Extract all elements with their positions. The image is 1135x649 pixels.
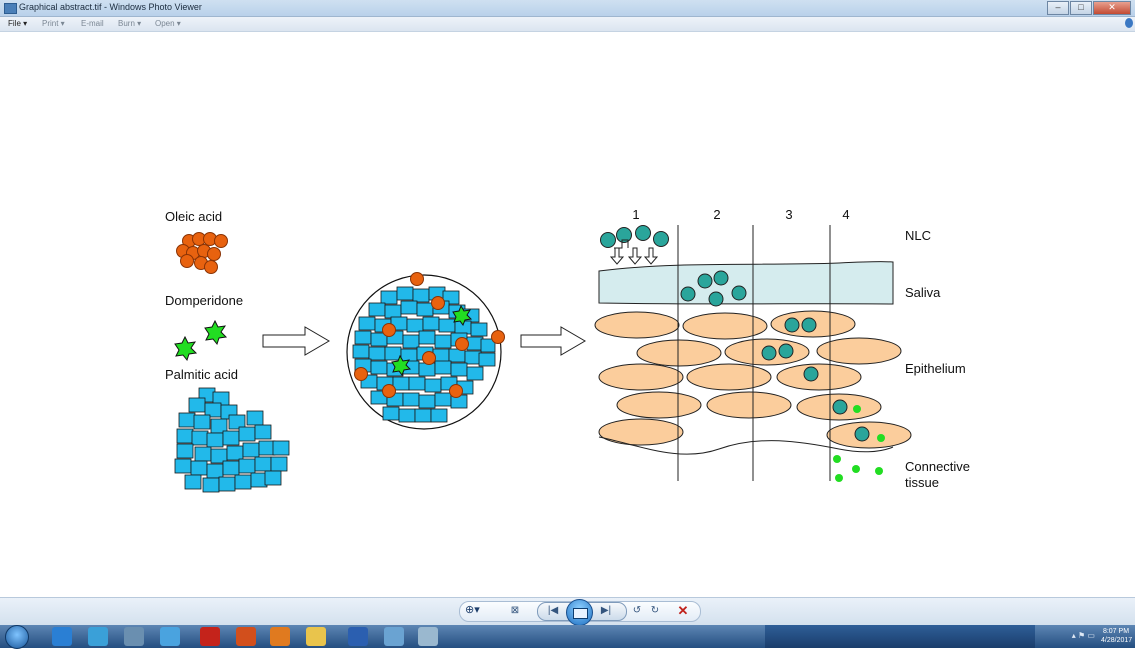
palmitic-acid-cluster xyxy=(174,387,290,493)
start-button[interactable] xyxy=(5,625,29,649)
powerpoint-icon[interactable] xyxy=(236,627,256,646)
word-icon[interactable] xyxy=(348,627,368,646)
photo-viewer-icon xyxy=(4,3,17,14)
oleic-acid-cluster xyxy=(176,232,228,274)
paint-icon[interactable] xyxy=(418,627,438,646)
label-domperidone: Domperidone xyxy=(165,293,244,308)
domperidone-molecules xyxy=(174,319,228,362)
layer-label-2: 2 xyxy=(713,207,721,222)
graphical-abstract-drawing xyxy=(159,191,1000,509)
globe-icon[interactable] xyxy=(124,627,144,646)
title-bar: Graphical abstract.tif - Windows Photo V… xyxy=(0,0,1135,17)
file-explorer-icon[interactable] xyxy=(306,627,326,646)
menu-print[interactable]: Print ▾ xyxy=(42,19,65,28)
menu-bar: File ▾ Print ▾ E-mail Burn ▾ Open ▾ xyxy=(0,17,1135,32)
delete-icon[interactable]: ✕ xyxy=(677,603,689,618)
taskbar-clock[interactable]: 8:07 PM 4/28/2017 xyxy=(1101,627,1133,645)
active-window-taskbar[interactable] xyxy=(765,625,1035,648)
actual-size-icon[interactable]: ⊠ xyxy=(510,605,520,616)
menu-email[interactable]: E-mail xyxy=(81,19,104,28)
slideshow-button[interactable] xyxy=(566,599,593,626)
nlc-particle-circle xyxy=(346,272,505,430)
menu-open[interactable]: Open ▾ xyxy=(155,19,181,28)
label-nlc: NLC xyxy=(905,228,932,243)
tissue-cross-section xyxy=(594,225,912,482)
layer-label-1: 1 xyxy=(632,207,640,222)
clock-time: 8:07 PM xyxy=(1102,628,1130,635)
taskbar: ▴ ⚑ ▭ 8:07 PM 4/28/2017 xyxy=(0,625,1135,649)
maximize-button[interactable]: □ xyxy=(1070,1,1092,15)
photo-viewer-taskbar-icon[interactable] xyxy=(384,627,404,646)
window-title: Graphical abstract.tif - Windows Photo V… xyxy=(19,2,202,12)
graphical-abstract-image: Oleic acid Domperidone Palmitic acid 1 2… xyxy=(159,191,1000,509)
help-icon[interactable] xyxy=(1125,18,1133,28)
layer-label-3: 3 xyxy=(785,207,793,222)
window-controls: – □ ✕ xyxy=(1046,1,1131,15)
label-tissue: tissue xyxy=(905,475,939,490)
next-button[interactable]: ▶| xyxy=(600,605,612,616)
menu-print-label: Print xyxy=(42,19,59,28)
arrow-right-icon-2 xyxy=(520,326,586,356)
firefox-icon[interactable] xyxy=(270,627,290,646)
menu-burn-label: Burn xyxy=(118,19,135,28)
rotate-ccw-icon[interactable]: ↺ xyxy=(632,605,642,616)
menu-file[interactable]: File ▾ xyxy=(8,19,28,28)
menu-burn[interactable]: Burn ▾ xyxy=(118,19,142,28)
system-tray[interactable]: ▴ ⚑ ▭ xyxy=(1071,631,1095,640)
acrobat-icon[interactable] xyxy=(200,627,220,646)
slideshow-icon xyxy=(573,608,588,619)
close-button[interactable]: ✕ xyxy=(1093,1,1131,15)
label-palmitic-acid: Palmitic acid xyxy=(165,367,238,382)
minimize-button[interactable]: – xyxy=(1047,1,1069,15)
viewer-toolbar: ⊕▾ ⊠ |◀ ▶| ↺ ↻ ✕ xyxy=(0,597,1135,626)
zoom-icon[interactable]: ⊕▾ xyxy=(465,604,480,616)
arrow-right-icon xyxy=(262,326,330,356)
rotate-cw-icon[interactable]: ↻ xyxy=(650,605,660,616)
label-epithelium: Epithelium xyxy=(905,361,966,376)
clock-date: 4/28/2017 xyxy=(1101,637,1133,644)
folder-icon[interactable] xyxy=(160,627,180,646)
notes-icon[interactable] xyxy=(88,627,108,646)
menu-open-label: Open xyxy=(155,19,175,28)
layer-label-4: 4 xyxy=(842,207,850,222)
menu-file-label: File xyxy=(8,19,21,28)
label-oleic-acid: Oleic acid xyxy=(165,209,223,224)
previous-button[interactable]: |◀ xyxy=(547,605,559,616)
label-connective: Connective xyxy=(905,459,971,474)
internet-explorer-icon[interactable] xyxy=(52,627,72,646)
label-saliva: Saliva xyxy=(905,285,941,300)
image-viewport: Oleic acid Domperidone Palmitic acid 1 2… xyxy=(0,32,1135,597)
